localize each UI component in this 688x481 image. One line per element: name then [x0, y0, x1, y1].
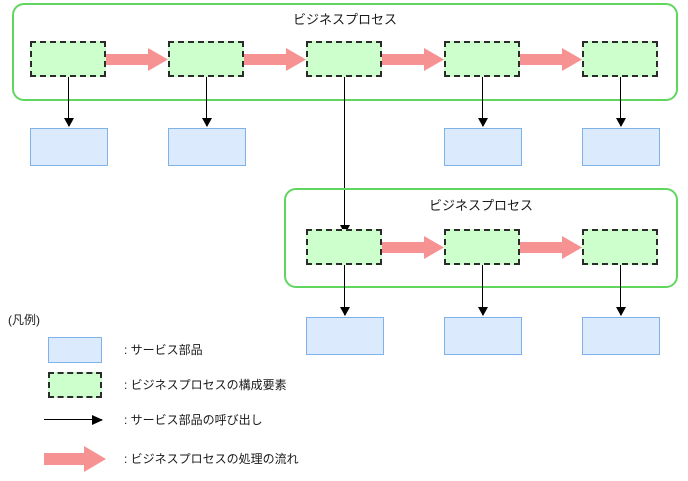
legend-heading: (凡例)	[8, 313, 40, 327]
service-part-top-4[interactable]	[582, 128, 660, 166]
call-arrow-top-5	[620, 77, 621, 126]
flow-arrow-bottom-1	[382, 236, 444, 259]
call-arrow-bottom-1	[344, 265, 345, 315]
process-element-top-2[interactable]	[168, 41, 244, 77]
business-process-container-top: ビジネスプロセス	[12, 3, 678, 101]
flow-arrow-top-4	[520, 48, 582, 71]
legend-label-service-call: : サービス部品の呼び出し	[124, 413, 263, 427]
call-arrow-top-2	[206, 77, 207, 126]
business-process-title-bottom: ビジネスプロセス	[428, 198, 533, 213]
service-part-bottom-1[interactable]	[306, 317, 384, 355]
service-part-bottom-3[interactable]	[582, 317, 660, 355]
legend-label-process-element: : ビジネスプロセスの構成要素	[124, 378, 287, 392]
flow-arrow-top-2	[244, 48, 306, 71]
legend-thin-arrow-icon	[44, 419, 102, 420]
legend-swatch-process-element	[48, 372, 102, 398]
service-part-top-2[interactable]	[168, 128, 246, 166]
process-element-bottom-1[interactable]	[306, 229, 382, 265]
process-element-top-4[interactable]	[444, 41, 520, 77]
flow-arrow-bottom-2	[520, 236, 582, 259]
process-element-top-5[interactable]	[582, 41, 658, 77]
service-part-top-3[interactable]	[444, 128, 522, 166]
process-element-bottom-2[interactable]	[444, 229, 520, 265]
process-element-bottom-3[interactable]	[582, 229, 658, 265]
flow-arrow-top-1	[106, 48, 168, 71]
call-arrow-bottom-2	[482, 265, 483, 315]
legend-swatch-service-part	[48, 337, 102, 363]
business-process-container-bottom: ビジネスプロセス	[284, 188, 678, 288]
process-element-top-3[interactable]	[306, 41, 382, 77]
call-arrow-top-3-to-bottom-process	[344, 77, 345, 233]
process-element-top-1[interactable]	[30, 41, 106, 77]
service-part-top-1[interactable]	[30, 128, 108, 166]
call-arrow-bottom-3	[620, 265, 621, 315]
service-part-bottom-2[interactable]	[444, 317, 522, 355]
call-arrow-top-1	[68, 77, 69, 126]
call-arrow-top-4	[482, 77, 483, 126]
legend-label-service-part: : サービス部品	[124, 343, 203, 357]
flow-arrow-top-3	[382, 48, 444, 71]
legend-label-process-flow: : ビジネスプロセスの処理の流れ	[124, 452, 299, 466]
legend-fat-arrow-icon	[44, 446, 106, 472]
business-process-title-top: ビジネスプロセス	[292, 12, 397, 27]
